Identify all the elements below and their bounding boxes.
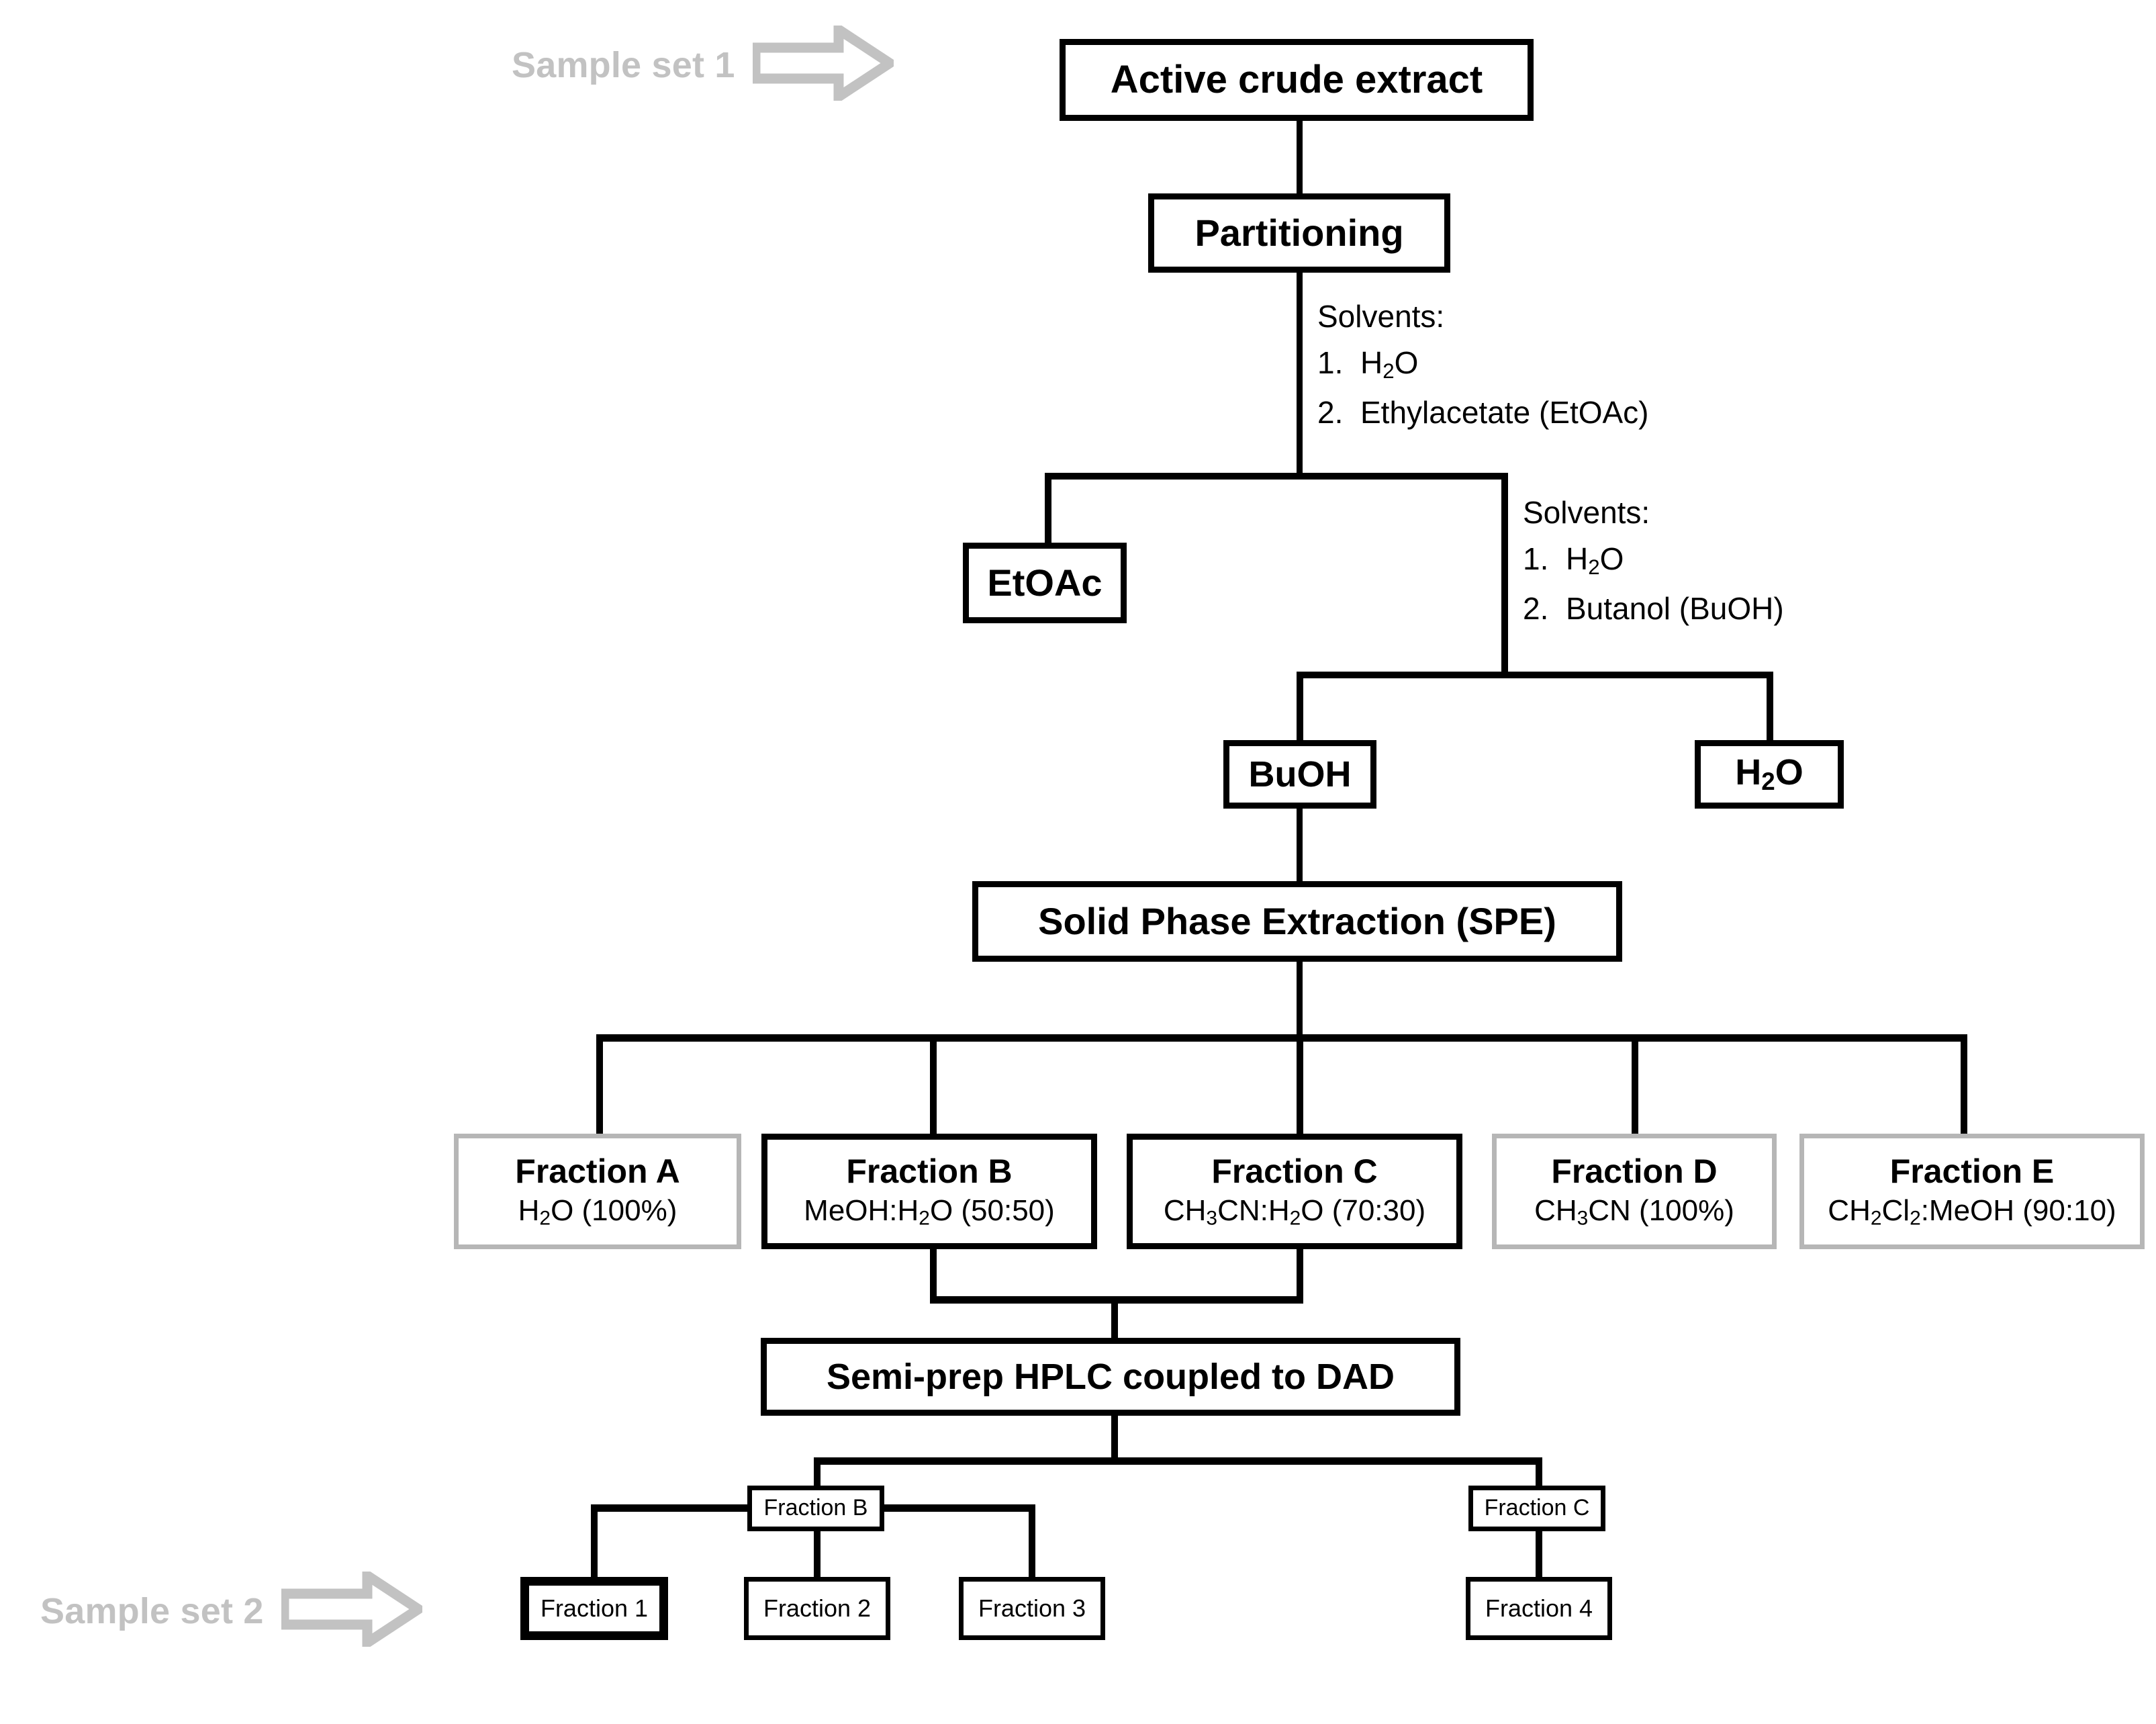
connector-spe-down [1297,960,1303,1040]
connector-to-fraction-b [930,1034,937,1135]
connector-to-etoac [1045,473,1051,544]
fraction-name: Fraction A [515,1152,680,1190]
solvent-note-aqueous: Solvents: 1. H2O 2. Butanol (BuOH) [1523,497,1784,624]
solvent-item-number: 1. [1523,541,1549,576]
connector-to-fraction-a [596,1034,603,1135]
connector-to-fraction-d [1632,1034,1638,1135]
right-arrow-icon [750,20,899,106]
fraction-name: Fraction C [1211,1152,1378,1190]
node-fraction-4[interactable]: Fraction 4 [1466,1577,1612,1640]
solvent-item-text: Butanol (BuOH) [1566,591,1784,627]
node-buoh[interactable]: BuOH [1223,740,1376,809]
node-active-crude-extract[interactable]: Active crude extract [1060,39,1534,121]
fraction-name: Fraction B [846,1152,1013,1190]
solvent-item-text: H2O [1566,541,1624,579]
solvent-note-item: 1. H2O [1523,543,1784,578]
tag-fraction-c[interactable]: Fraction C [1468,1486,1605,1531]
solvent-item-text: H2O [1360,345,1419,383]
connector-to-fraction-2 [814,1530,821,1580]
connector-fractionb-down [930,1249,937,1298]
fraction-name: Fraction D [1551,1152,1718,1190]
fraction-solvent: CH3CN:H2O (70:30) [1163,1194,1426,1230]
connector-to-fractionc-tag [1536,1457,1542,1490]
sample-set-2-marker: Sample set 2 [40,1566,428,1652]
connector-hplc-down [1111,1414,1118,1462]
connector-to-buoh [1297,672,1303,743]
node-label: Semi-prep HPLC coupled to DAD [826,1356,1395,1397]
node-fraction-b[interactable]: Fraction B MeOH:H2O (50:50) [761,1134,1097,1249]
node-fraction-1[interactable]: Fraction 1 [520,1577,668,1640]
solvent-item-text: Ethylacetate (EtOAc) [1360,395,1649,430]
fraction-label: Fraction 1 [540,1594,649,1623]
node-fraction-3[interactable]: Fraction 3 [959,1577,1105,1640]
connector-partition-split-bar [1045,473,1507,480]
node-hplc[interactable]: Semi-prep HPLC coupled to DAD [761,1338,1460,1416]
node-fraction-c[interactable]: Fraction C CH3CN:H2O (70:30) [1127,1134,1462,1249]
node-fraction-2[interactable]: Fraction 2 [744,1577,890,1640]
connector-to-fraction-c [1297,1034,1303,1135]
connector-to-fraction-1 [591,1504,598,1580]
connector-aqueous-split-bar [1297,672,1773,678]
node-label: Partitioning [1194,211,1404,254]
sample-set-1-label: Sample set 1 [512,44,735,85]
node-fraction-d[interactable]: Fraction D CH3CN (100%) [1492,1134,1777,1249]
connector-merge-to-hplc [1111,1296,1118,1345]
fraction-solvent: H2O (100%) [518,1194,677,1230]
node-label: BuOH [1248,754,1352,795]
solvent-note-item: 2. Butanol (BuOH) [1523,593,1784,624]
connector-to-fractionb-tag [814,1457,821,1490]
solvent-item-number: 2. [1523,591,1549,627]
node-label: Solid Phase Extraction (SPE) [1038,899,1556,942]
connector-hplc-fan-bar [814,1457,1542,1465]
connector-fractionb-right-bar [814,1504,1035,1512]
solvent-note-item: 1. H2O [1317,347,1649,381]
fraction-solvent: CH2Cl2:MeOH (90:10) [1828,1194,2116,1230]
node-fraction-e[interactable]: Fraction E CH2Cl2:MeOH (90:10) [1799,1134,2145,1249]
connector-buoh-to-spe [1297,807,1303,882]
fraction-name: Fraction E [1889,1152,2055,1190]
sample-set-1-marker: Sample set 1 [512,20,899,106]
solvent-note-item: 2. Ethylacetate (EtOAc) [1317,397,1649,428]
fraction-solvent: MeOH:H2O (50:50) [804,1194,1055,1230]
solvent-note-heading: Solvents: [1317,299,1445,334]
fraction-label: Fraction 3 [978,1594,1086,1623]
fraction-label: Fraction 4 [1485,1594,1593,1623]
node-label: EtOAc [987,561,1103,604]
connector-to-aqueous-phase [1501,473,1508,677]
connector-to-fraction-e [1961,1034,1967,1135]
node-label: Active crude extract [1110,57,1483,101]
connector-spe-fan-bar [596,1034,1967,1042]
connector-to-h2o [1767,672,1773,743]
tag-label: Fraction C [1484,1495,1590,1521]
tag-fraction-b[interactable]: Fraction B [747,1486,884,1531]
connector-to-fraction-3 [1029,1504,1035,1580]
fraction-solvent: CH3CN (100%) [1534,1194,1734,1230]
connector-partitioning-down [1297,271,1303,477]
node-etoac[interactable]: EtOAc [963,543,1127,623]
fraction-label: Fraction 2 [763,1594,872,1623]
tag-label: Fraction B [763,1495,868,1521]
solvent-note-heading: Solvents: [1523,495,1650,530]
node-spe[interactable]: Solid Phase Extraction (SPE) [972,881,1622,962]
node-partitioning[interactable]: Partitioning [1148,193,1450,273]
right-arrow-icon [279,1566,428,1652]
solvent-note-partitioning: Solvents: 1. H2O 2. Ethylacetate (EtOAc) [1317,301,1649,428]
connector-crude-to-partitioning [1297,120,1303,195]
node-label: H2O [1735,752,1803,796]
solvent-item-number: 1. [1317,345,1344,380]
connector-fractionb-left-bar [591,1504,821,1512]
node-h2o[interactable]: H2O [1695,740,1844,809]
node-fraction-a[interactable]: Fraction A H2O (100%) [454,1134,741,1249]
solvent-item-number: 2. [1317,395,1344,430]
connector-to-fraction-4 [1536,1530,1542,1580]
connector-fractionc-down [1297,1249,1303,1298]
sample-set-2-label: Sample set 2 [40,1590,264,1631]
